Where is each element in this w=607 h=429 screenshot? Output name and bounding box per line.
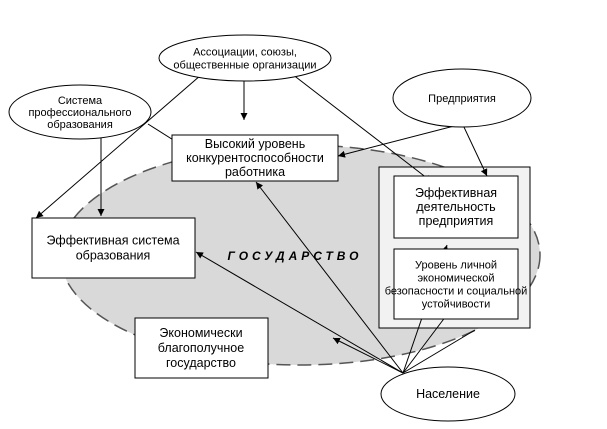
label-line: предприятия (419, 214, 494, 228)
label-line: устойчивости (422, 299, 490, 311)
label-line: образования (76, 249, 151, 263)
node-prosperous-state (134, 317, 269, 379)
label-line: Экономически (159, 326, 242, 340)
edge-population-to-prosperous-state (332, 337, 404, 374)
label-line: Предприятия (428, 93, 496, 105)
label-line: деятельность (416, 200, 495, 214)
node-enterprises (392, 68, 532, 128)
edge-population-to-group (402, 329, 476, 374)
edge-associations-to-enterprise (291, 73, 433, 183)
label-line: конкурентоспособности (186, 151, 324, 165)
label-line: общественные организации (173, 60, 316, 72)
label-line: Население (416, 387, 480, 401)
label-population: Население (416, 387, 480, 401)
label-line: работника (225, 165, 285, 179)
label-line: Система (58, 95, 103, 107)
edge-enterprises-to-competitiveness (337, 124, 459, 158)
node-effective-enterprise (393, 175, 519, 239)
label-line: Эффективная система (46, 234, 179, 248)
label-line: профессионального (28, 107, 131, 119)
node-population (380, 366, 516, 422)
edge-population-to-security (402, 311, 450, 374)
label-line: безопасности и социальной (385, 286, 528, 298)
label-associations: Ассоциации, союзы,общественные организац… (173, 47, 316, 72)
label-line: благополучное (158, 341, 244, 355)
label-line: Высокий уровень (205, 137, 305, 151)
label-line: экономической (417, 273, 494, 285)
node-prof-education-system (8, 84, 152, 140)
label-line: Ассоциации, союзы, (193, 47, 297, 59)
edge-associations-to-education (35, 74, 202, 219)
label-line: Эффективная (415, 186, 497, 200)
state-label: ГОСУДАРСТВО (228, 249, 363, 263)
edge-population-to-education (195, 251, 404, 374)
label-line: Уровень личной (415, 260, 497, 272)
node-personal-security (393, 248, 519, 320)
edge-population-to-competitiveness (255, 181, 404, 374)
node-high-competitiveness (171, 134, 339, 182)
label-line: государство (166, 356, 236, 370)
label-enterprises: Предприятия (428, 93, 496, 105)
node-effective-education (31, 217, 196, 279)
node-associations (158, 34, 332, 82)
label-line: образования (47, 119, 113, 131)
edge-enterprises-to-enterprise (462, 124, 488, 177)
